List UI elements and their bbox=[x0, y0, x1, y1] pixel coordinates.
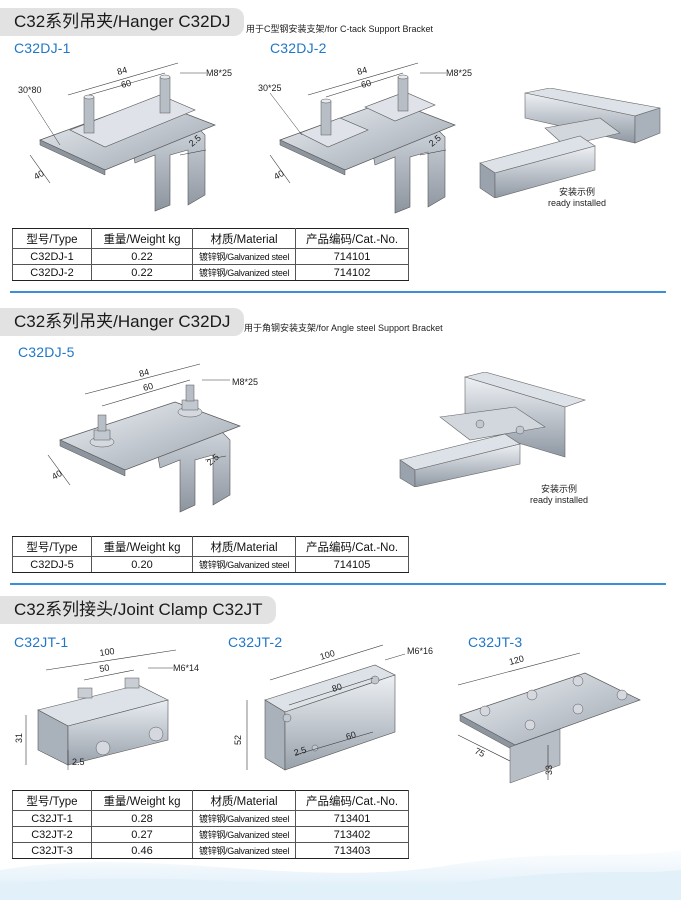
section-subtitle-c-track: 用于C型钢安装支架/for C-tack Support Bracket bbox=[246, 24, 434, 34]
dim-thickness: 2.5 bbox=[72, 757, 85, 767]
dim-60: 60 bbox=[142, 381, 154, 393]
dim-height: 52 bbox=[233, 735, 243, 745]
col-catno: 产品编码/Cat.-No. bbox=[295, 536, 410, 557]
model-label-c32jt-1: C32JT-1 bbox=[14, 634, 69, 650]
hanger-c32dj-5-drawing: 84 60 M8*25 40 2.5 bbox=[47, 363, 258, 513]
cell-catno: 713401 bbox=[295, 810, 410, 827]
model-label-c32dj-2: C32DJ-2 bbox=[270, 40, 327, 56]
dim-width: 40 bbox=[32, 168, 46, 182]
table-row: C32DJ-1 0.22 镀锌钢/Galvanized steel 714101 bbox=[12, 248, 410, 265]
section-divider bbox=[10, 583, 666, 585]
dim-84: 84 bbox=[356, 65, 368, 77]
dim-bolt: M8*25 bbox=[232, 377, 258, 387]
dim-33: 33 bbox=[544, 765, 554, 775]
col-weight: 重量/Weight kg bbox=[91, 228, 193, 249]
section-title-hanger-angle: C32系列吊夹/Hanger C32DJ bbox=[0, 308, 245, 336]
dim-plate: 30*80 bbox=[18, 85, 42, 95]
col-catno: 产品编码/Cat.-No. bbox=[295, 228, 410, 249]
cell-type: C32DJ-5 bbox=[12, 556, 92, 573]
col-material: 材质/Material bbox=[191, 790, 297, 811]
dim-100: 100 bbox=[319, 648, 336, 662]
model-label-c32jt-3: C32JT-3 bbox=[468, 634, 523, 650]
cell-material: 镀锌钢/Galvanized steel bbox=[191, 248, 297, 265]
cell-weight: 0.22 bbox=[91, 264, 193, 281]
caption-en: ready installed bbox=[548, 198, 607, 208]
cell-type: C32JT-3 bbox=[12, 842, 92, 859]
dim-height: 31 bbox=[14, 733, 24, 743]
hanger-c32dj-2-drawing: 84 60 M8*25 30*25 40 2.5 bbox=[258, 62, 472, 214]
installed-caption-1: 安装示例 ready installed bbox=[548, 187, 606, 209]
cell-material: 镀锌钢/Galvanized steel bbox=[191, 556, 297, 573]
spec-table-c32jt: 型号/Type 重量/Weight kg 材质/Material 产品编码/Ca… bbox=[12, 790, 410, 859]
joint-clamp-c32jt-1-drawing: 100 50 M6*14 31 2.5 bbox=[14, 646, 199, 770]
dim-bolt: M6*16 bbox=[407, 646, 433, 656]
hanger-c32dj-1-drawing: 84 60 M8*25 30*80 40 2.5 bbox=[18, 62, 232, 212]
section-divider bbox=[10, 291, 666, 293]
dim-60: 60 bbox=[120, 78, 132, 90]
dim-120: 120 bbox=[508, 653, 525, 667]
table-row: C32DJ-5 0.20 镀锌钢/Galvanized steel 714105 bbox=[12, 556, 410, 573]
dim-60: 60 bbox=[345, 729, 358, 741]
table-row: C32DJ-2 0.22 镀锌钢/Galvanized steel 714102 bbox=[12, 264, 410, 281]
dim-80: 80 bbox=[331, 681, 344, 693]
table-row: C32JT-3 0.46 镀锌钢/Galvanized steel 713403 bbox=[12, 842, 410, 859]
table-row: C32JT-2 0.27 镀锌钢/Galvanized steel 713402 bbox=[12, 826, 410, 843]
cell-type: C32DJ-1 bbox=[12, 248, 92, 265]
cell-material: 镀锌钢/Galvanized steel bbox=[191, 264, 297, 281]
col-type: 型号/Type bbox=[12, 536, 92, 557]
dim-84: 84 bbox=[138, 367, 150, 379]
joint-clamp-c32jt-3-drawing: 120 75 33 bbox=[457, 652, 641, 784]
cell-catno: 714102 bbox=[295, 264, 410, 281]
section-subtitle-angle: 用于角钢安装支架/for Angle steel Support Bracket bbox=[244, 323, 443, 333]
dim-100: 100 bbox=[99, 646, 115, 658]
col-material: 材质/Material bbox=[191, 536, 297, 557]
cell-weight: 0.20 bbox=[91, 556, 193, 573]
spec-table-c32dj-c-track: 型号/Type 重量/Weight kg 材质/Material 产品编码/Ca… bbox=[12, 228, 410, 281]
decorative-wave-footer bbox=[0, 850, 681, 900]
dim-bolt: M8*25 bbox=[206, 68, 232, 78]
cell-weight: 0.46 bbox=[91, 842, 193, 859]
cell-catno: 714101 bbox=[295, 248, 410, 265]
model-label-c32dj-5: C32DJ-5 bbox=[18, 344, 75, 360]
cell-type: C32DJ-2 bbox=[12, 264, 92, 281]
col-weight: 重量/Weight kg bbox=[91, 536, 193, 557]
cell-weight: 0.27 bbox=[91, 826, 193, 843]
dim-width: 40 bbox=[272, 168, 286, 182]
installed-example-c-track-drawing bbox=[479, 88, 661, 198]
model-label-c32jt-2: C32JT-2 bbox=[228, 634, 283, 650]
cell-weight: 0.22 bbox=[91, 248, 193, 265]
model-label-c32dj-1: C32DJ-1 bbox=[14, 40, 71, 56]
cell-catno: 713403 bbox=[295, 842, 410, 859]
dim-width: 40 bbox=[50, 468, 64, 482]
caption-cn: 安装示例 bbox=[559, 187, 596, 197]
cell-type: C32JT-1 bbox=[12, 810, 92, 827]
joint-clamp-c32jt-2-drawing: 100 80 60 M6*16 52 2.5 bbox=[233, 644, 433, 771]
caption-cn: 安装示例 bbox=[541, 484, 578, 494]
cell-material: 镀锌钢/Galvanized steel bbox=[191, 842, 297, 859]
section-title-hanger-c-track: C32系列吊夹/Hanger C32DJ bbox=[0, 8, 245, 36]
spec-table-c32dj-angle: 型号/Type 重量/Weight kg 材质/Material 产品编码/Ca… bbox=[12, 536, 410, 573]
col-material: 材质/Material bbox=[191, 228, 297, 249]
installed-example-angle-drawing bbox=[399, 372, 586, 487]
dim-75: 75 bbox=[473, 746, 486, 759]
cell-weight: 0.28 bbox=[91, 810, 193, 827]
dim-bolt: M6*14 bbox=[173, 663, 199, 673]
dim-thickness: 2.5 bbox=[293, 745, 308, 758]
col-catno: 产品编码/Cat.-No. bbox=[295, 790, 410, 811]
cell-material: 镀锌钢/Galvanized steel bbox=[191, 810, 297, 827]
col-type: 型号/Type bbox=[12, 790, 92, 811]
dim-plate: 30*25 bbox=[258, 83, 282, 93]
dim-60: 60 bbox=[360, 78, 372, 90]
col-weight: 重量/Weight kg bbox=[91, 790, 193, 811]
dim-84: 84 bbox=[116, 65, 128, 77]
cell-catno: 714105 bbox=[295, 556, 410, 573]
col-type: 型号/Type bbox=[12, 228, 92, 249]
installed-caption-2: 安装示例 ready installed bbox=[530, 484, 588, 506]
caption-en: ready installed bbox=[530, 495, 589, 505]
table-row: C32JT-1 0.28 镀锌钢/Galvanized steel 713401 bbox=[12, 810, 410, 827]
dim-50: 50 bbox=[99, 662, 111, 674]
section-title-joint-clamp: C32系列接头/Joint Clamp C32JT bbox=[0, 596, 277, 624]
dim-bolt: M8*25 bbox=[446, 68, 472, 78]
